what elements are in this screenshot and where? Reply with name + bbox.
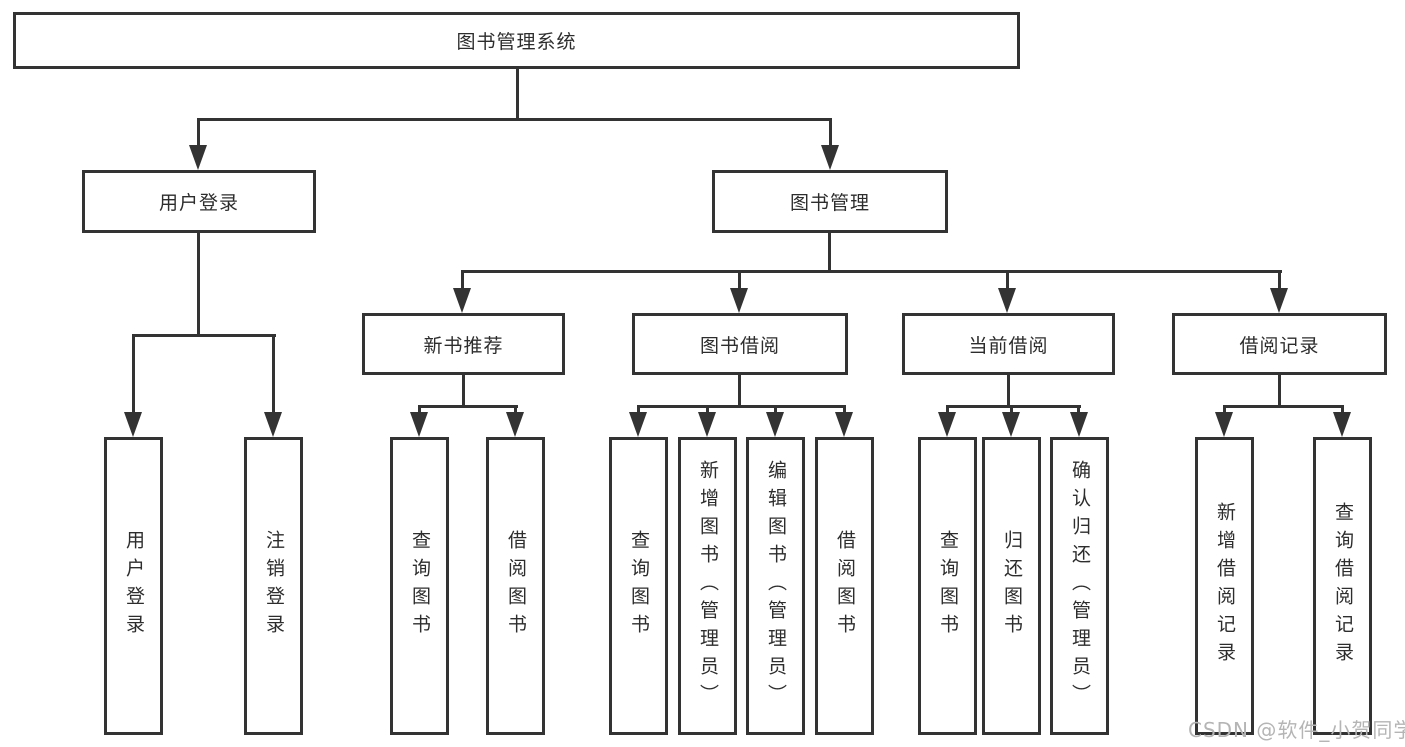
connector-line: [843, 405, 846, 415]
node-current-borrow-label: 当前借阅: [968, 334, 1049, 357]
connector-line: [132, 334, 276, 337]
connector-line: [514, 405, 517, 415]
arrow-down-icon: [264, 412, 282, 437]
node-book-management-label: 图书管理: [789, 192, 870, 214]
connector-line: [706, 405, 709, 415]
connector-line: [516, 68, 519, 120]
leaf-user-login-label: 用户登录: [123, 530, 145, 642]
connector-line: [1278, 273, 1281, 291]
arrow-down-icon: [1270, 288, 1288, 313]
connector-line: [418, 405, 421, 415]
connector-line: [132, 337, 135, 415]
connector-line: [829, 121, 832, 148]
leaf-query-borrow-record: 查询借阅记录: [1313, 437, 1372, 735]
leaf-query-books-1-label: 查询图书: [409, 530, 431, 642]
leaf-return-books: 归还图书: [982, 437, 1041, 735]
leaf-add-borrow-record: 新增借阅记录: [1195, 437, 1254, 735]
connector-line: [272, 337, 275, 415]
leaf-confirm-return-admin-label: 确认归还（管理员）: [1069, 460, 1091, 712]
arrow-down-icon: [766, 412, 784, 437]
connector-line: [828, 233, 831, 273]
arrow-down-icon: [998, 288, 1016, 313]
arrow-down-icon: [453, 288, 471, 313]
node-book-borrow-label: 图书借阅: [699, 334, 780, 357]
leaf-query-books-3-label: 查询图书: [937, 530, 959, 642]
arrow-down-icon: [1002, 412, 1020, 437]
arrow-down-icon: [124, 412, 142, 437]
leaf-query-books-3: 查询图书: [918, 437, 977, 735]
connector-line: [197, 121, 200, 148]
node-user-login: 用户登录: [82, 170, 316, 233]
leaf-confirm-return-admin: 确认归还（管理员）: [1050, 437, 1109, 735]
node-user-login-label: 用户登录: [158, 192, 239, 214]
arrow-down-icon: [506, 412, 524, 437]
node-borrow-records: 借阅记录: [1172, 313, 1387, 375]
node-borrow-records-label: 借阅记录: [1239, 334, 1320, 357]
connector-line: [1223, 405, 1226, 415]
node-book-management: 图书管理: [712, 170, 948, 233]
connector-line: [637, 405, 640, 415]
connector-line: [1010, 405, 1013, 415]
connector-line: [738, 375, 741, 408]
connector-line: [1007, 375, 1010, 408]
connector-line: [738, 273, 741, 291]
leaf-user-login: 用户登录: [104, 437, 163, 735]
connector-line: [461, 273, 464, 291]
arrow-down-icon: [1333, 412, 1351, 437]
leaf-query-books-2-label: 查询图书: [628, 530, 650, 642]
connector-line: [774, 405, 777, 415]
connector-line: [461, 270, 1282, 273]
node-current-borrow: 当前借阅: [902, 313, 1115, 375]
connector-line: [462, 375, 465, 408]
arrow-down-icon: [835, 412, 853, 437]
arrow-down-icon: [1070, 412, 1088, 437]
node-new-book-recommend-label: 新书推荐: [423, 334, 504, 357]
node-root: 图书管理系统: [13, 12, 1020, 69]
arrow-down-icon: [821, 145, 839, 170]
arrow-down-icon: [189, 145, 207, 170]
arrow-down-icon: [938, 412, 956, 437]
node-new-book-recommend: 新书推荐: [362, 313, 565, 375]
leaf-edit-books-admin-label: 编辑图书（管理员）: [765, 460, 787, 712]
leaf-borrow-books-1-label: 借阅图书: [505, 530, 527, 642]
arrow-down-icon: [1215, 412, 1233, 437]
arrow-down-icon: [410, 412, 428, 437]
leaf-logout-label: 注销登录: [263, 530, 285, 642]
connector-line: [1278, 375, 1281, 408]
leaf-edit-books-admin: 编辑图书（管理员）: [746, 437, 805, 735]
leaf-logout: 注销登录: [244, 437, 303, 735]
leaf-borrow-books-1: 借阅图书: [486, 437, 545, 735]
leaf-borrow-books-2: 借阅图书: [815, 437, 874, 735]
leaf-query-books-2: 查询图书: [609, 437, 668, 735]
arrow-down-icon: [629, 412, 647, 437]
arrow-down-icon: [730, 288, 748, 313]
connector-line: [946, 405, 1081, 408]
connector-line: [197, 118, 832, 121]
leaf-return-books-label: 归还图书: [1001, 530, 1023, 642]
connector-line: [1006, 273, 1009, 291]
csdn-watermark: CSDN @软件_小贺同学: [1188, 718, 1405, 742]
connector-line: [1341, 405, 1344, 415]
node-book-borrow: 图书借阅: [632, 313, 848, 375]
leaf-add-books-admin-label: 新增图书（管理员）: [697, 460, 719, 712]
leaf-add-books-admin: 新增图书（管理员）: [678, 437, 737, 735]
connector-line: [418, 405, 518, 408]
arrow-down-icon: [698, 412, 716, 437]
connector-line: [1223, 405, 1344, 408]
connector-line: [946, 405, 949, 415]
leaf-query-books-1: 查询图书: [390, 437, 449, 735]
connector-line: [197, 233, 200, 337]
node-root-label: 图书管理系统: [456, 31, 577, 53]
leaf-query-borrow-record-label: 查询借阅记录: [1332, 502, 1354, 670]
connector-line: [1077, 405, 1080, 415]
leaf-add-borrow-record-label: 新增借阅记录: [1214, 502, 1236, 670]
leaf-borrow-books-2-label: 借阅图书: [834, 530, 856, 642]
connector-line: [637, 405, 846, 408]
